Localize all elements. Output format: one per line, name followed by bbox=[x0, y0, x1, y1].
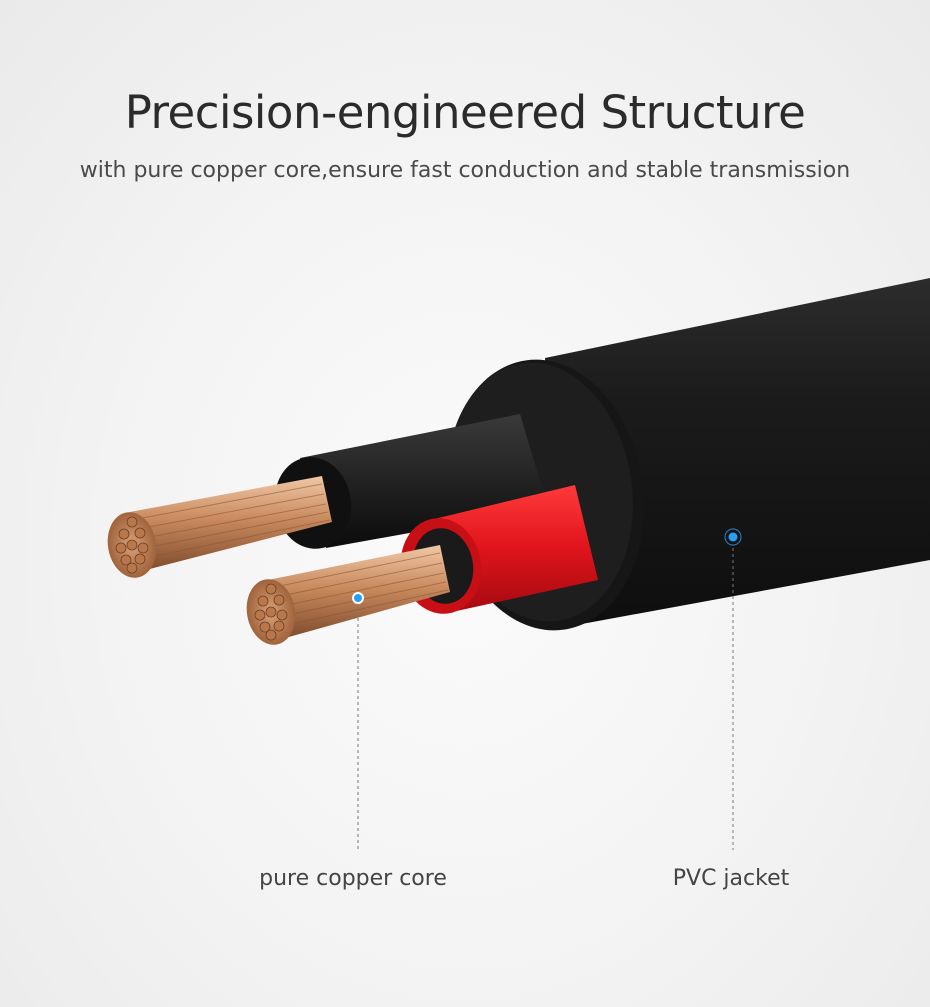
copper-core-marker-icon bbox=[352, 592, 364, 850]
page-subtitle: with pure copper core,ensure fast conduc… bbox=[79, 158, 851, 183]
page-title: Precision-engineered Structure bbox=[124, 86, 806, 139]
lower-copper-strands bbox=[246, 545, 450, 645]
copper-core-label: pure copper core bbox=[259, 866, 447, 891]
pvc-jacket-marker-icon bbox=[724, 528, 742, 850]
upper-copper-strands bbox=[107, 476, 332, 578]
pvc-jacket-label: PVC jacket bbox=[672, 866, 790, 891]
